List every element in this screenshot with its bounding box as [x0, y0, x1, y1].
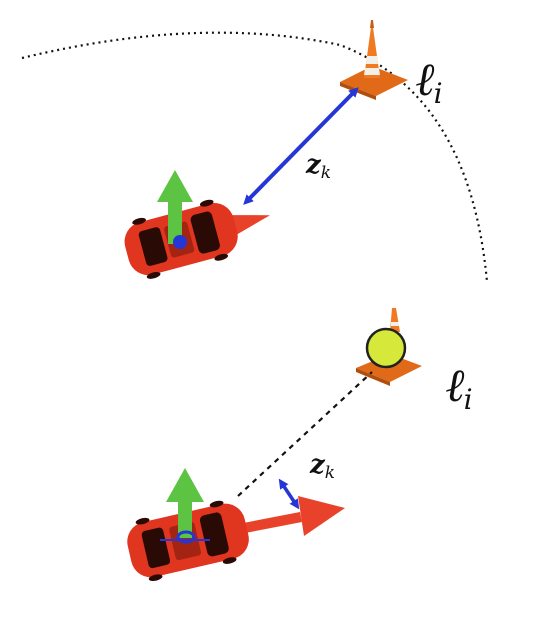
measurement-subscript: k — [320, 163, 332, 183]
measurement-subscript: k — [324, 463, 336, 483]
pose-origin-dot — [173, 235, 187, 249]
measurement-symbol: z — [306, 150, 321, 180]
measurement-label: zk — [310, 450, 335, 483]
measurement-symbol: z — [310, 450, 325, 480]
range-measurement-arrow — [278, 478, 300, 510]
landmark-estimate-marker — [365, 327, 407, 369]
landmark-subscript: i — [463, 383, 473, 416]
y-axis-arrow — [166, 468, 204, 538]
landmark-symbol: ℓ — [416, 52, 436, 106]
pose-origin-dot — [176, 530, 196, 544]
heading-arrow — [238, 496, 345, 536]
range-measurement-arrow — [243, 87, 359, 205]
landmark-label: ℓi — [446, 358, 473, 416]
trajectory-arc — [21, 31, 489, 283]
traffic-cone-landmark — [340, 20, 408, 100]
measurement-label: zk — [306, 150, 331, 183]
landmark-symbol: ℓ — [446, 358, 466, 412]
landmark-label: ℓi — [416, 52, 443, 110]
car-pose-top — [124, 199, 271, 279]
y-axis-arrow — [157, 170, 193, 244]
predicted-landmark-line — [237, 371, 373, 497]
landmark-subscript: i — [433, 77, 443, 110]
